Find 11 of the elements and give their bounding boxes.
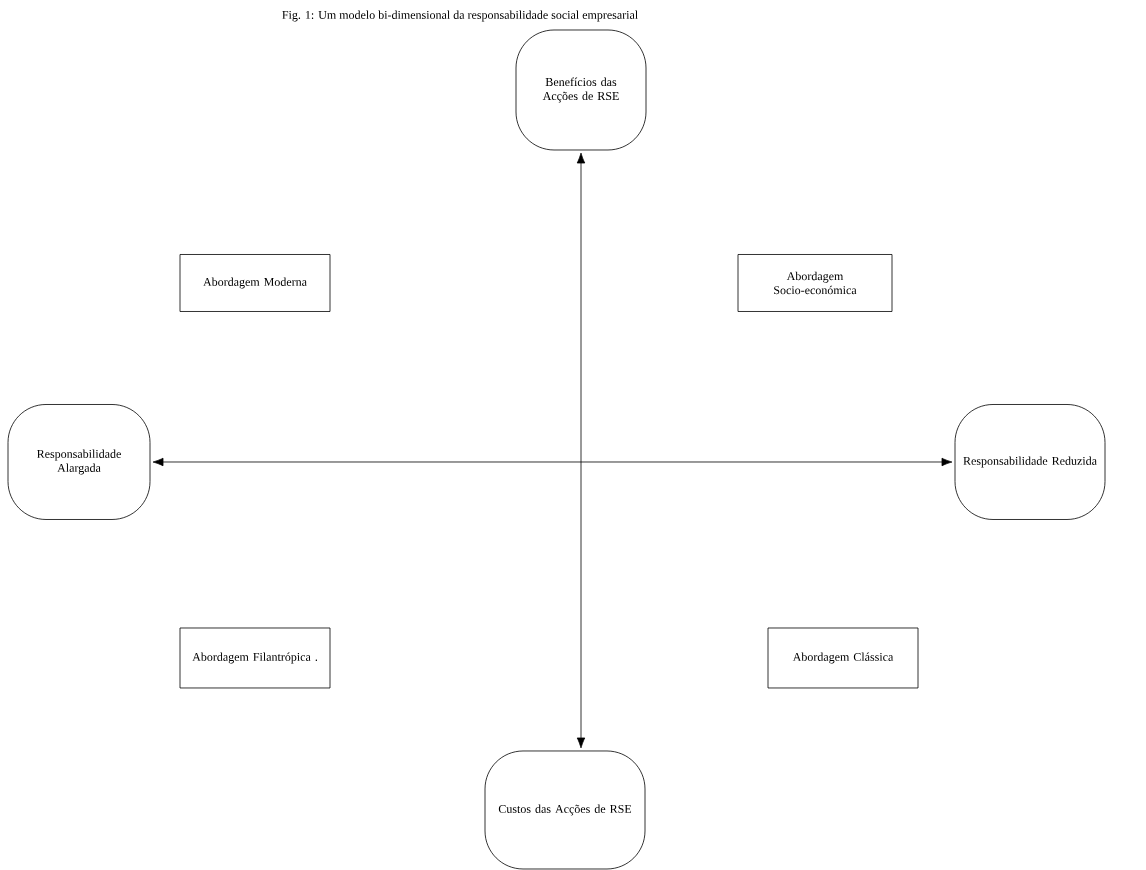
box: Abordagem Clássica (767, 627, 919, 689)
rounded-box: Custos das Acções de RSE (484, 750, 646, 870)
arrow (152, 457, 953, 467)
box: Abordagem Moderna (179, 254, 331, 312)
rounded-box: Responsabilidade Alargada (7, 404, 151, 520)
box: Abordagem Socio-económica (737, 254, 893, 312)
arrow (576, 152, 586, 749)
title: Fig. 1: Um modelo bi-dimensional da responsabilidade social empresarial (282, 10, 638, 22)
rounded-box: Benefícios das Acções de RSE (515, 29, 647, 151)
rounded-box: Responsabilidade Reduzida (954, 404, 1106, 520)
box: Abordagem Filantrópica . (179, 627, 331, 689)
